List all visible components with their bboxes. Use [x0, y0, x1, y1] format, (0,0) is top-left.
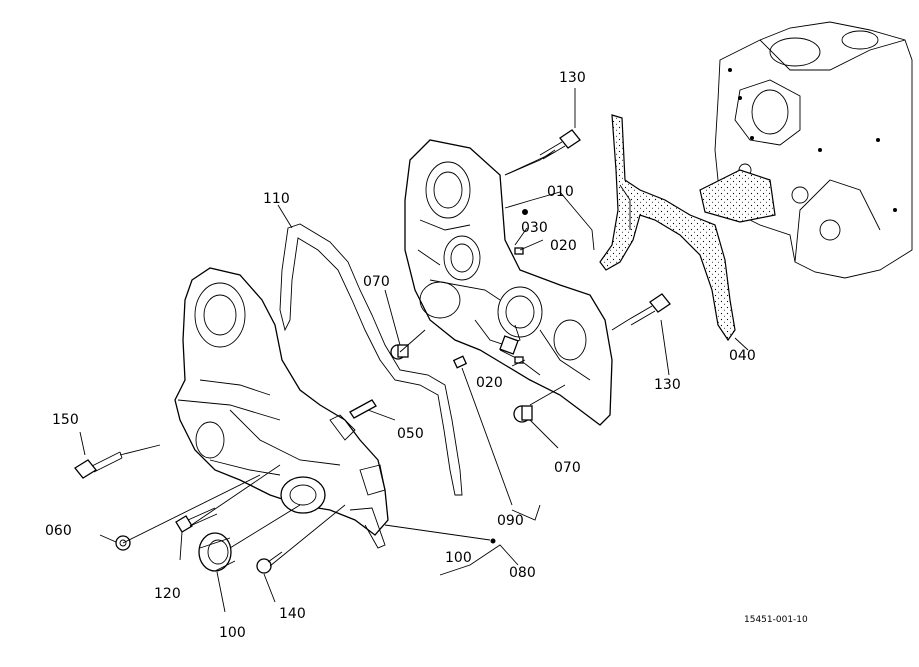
part-labels: 130 010 030 020 110 070 020 130 040 150 …	[45, 70, 808, 641]
label-100-bottom: 100	[219, 625, 246, 641]
gasket-110	[279, 223, 463, 496]
drawing-reference: 15451-001-10	[744, 615, 808, 625]
label-050: 050	[397, 426, 424, 442]
pin-090	[452, 355, 468, 369]
bolt-070-left	[390, 344, 409, 360]
label-130-top: 130	[559, 70, 586, 86]
label-130-right: 130	[654, 377, 681, 393]
bolt-140	[256, 551, 283, 574]
label-090: 090	[497, 513, 524, 529]
bolt-130-right	[627, 293, 671, 326]
label-140: 140	[279, 606, 306, 622]
label-150: 150	[52, 412, 79, 428]
label-070-left: 070	[363, 274, 390, 290]
oil-seal-100	[198, 532, 236, 572]
label-020-bottom: 020	[476, 375, 503, 391]
label-070-right: 070	[554, 460, 581, 476]
bolt-130-top	[539, 129, 581, 160]
label-020-top: 020	[550, 238, 577, 254]
label-030: 030	[521, 220, 548, 236]
label-100-right: 100	[445, 550, 472, 566]
gear-cover	[174, 267, 389, 549]
label-110: 110	[263, 191, 290, 207]
label-040: 040	[729, 348, 756, 364]
gear-case-plate	[404, 139, 613, 426]
label-120: 120	[154, 586, 181, 602]
label-010: 010	[547, 184, 574, 200]
leader-lines	[79, 88, 749, 613]
bolt-150	[74, 451, 123, 479]
engine-block	[699, 21, 913, 279]
stud-050	[349, 399, 377, 419]
gasket-040	[599, 114, 736, 342]
bolt-070-right	[513, 405, 533, 423]
label-060: 060	[45, 523, 72, 539]
bolt-120	[175, 507, 218, 533]
label-080: 080	[509, 565, 536, 581]
